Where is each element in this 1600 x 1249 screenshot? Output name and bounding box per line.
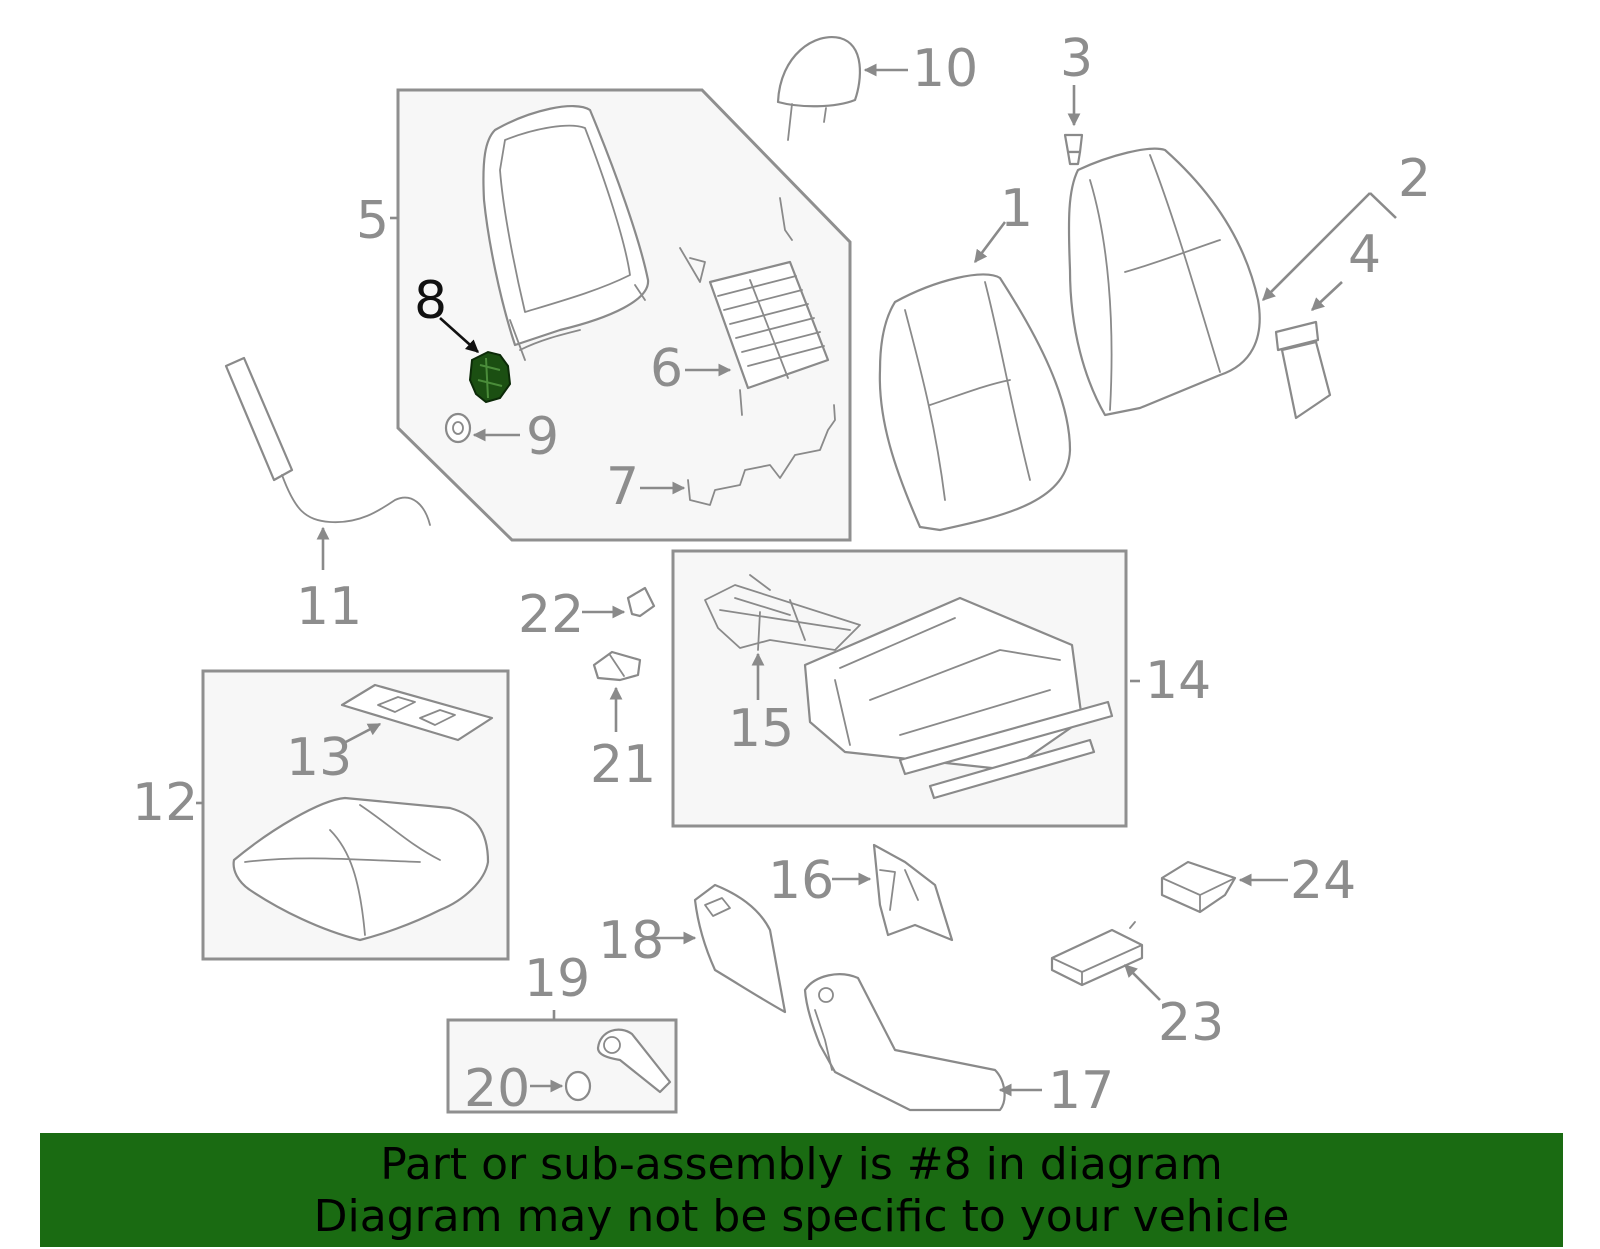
info-banner: Part or sub-assembly is #8 in diagram Di… <box>40 1133 1563 1247</box>
label-9: 9 <box>526 407 559 467</box>
part-17-side-shield <box>803 973 1006 1112</box>
part-14-seat-frame <box>803 596 1114 800</box>
seat-parts-diagram: 10 3 1 2 4 5 6 7 <box>132 29 1431 1121</box>
part-6-lumbar-support <box>679 197 830 416</box>
label-1: 1 <box>1000 179 1033 239</box>
label-13: 13 <box>286 728 352 788</box>
label-6: 6 <box>650 339 683 399</box>
label-7: 7 <box>606 457 639 517</box>
label-17: 17 <box>1048 1061 1114 1121</box>
part-16-bracket <box>872 843 954 942</box>
label-10: 10 <box>912 39 978 99</box>
label-3: 3 <box>1060 29 1093 89</box>
part-3-clip <box>1063 133 1084 166</box>
label-16: 16 <box>768 851 834 911</box>
label-8: 8 <box>414 271 447 331</box>
label-20: 20 <box>464 1059 530 1119</box>
label-12: 12 <box>132 773 198 833</box>
label-14: 14 <box>1145 651 1211 711</box>
part-21-clip <box>592 650 642 682</box>
part-15-link-assembly <box>704 574 861 651</box>
label-24: 24 <box>1290 851 1356 911</box>
part-1-seatback-cover <box>878 273 1072 532</box>
part-22-clip <box>626 586 656 618</box>
part-18-side-cover <box>693 883 787 1014</box>
part-12-cushion-cover <box>232 796 490 942</box>
label-23: 23 <box>1158 993 1224 1053</box>
label-15: 15 <box>728 699 794 759</box>
part-2-seatback-rear <box>1067 147 1261 417</box>
part-24-module <box>1160 860 1237 914</box>
label-19: 19 <box>524 949 590 1009</box>
part-13-heater-pad <box>340 683 494 742</box>
banner-line-2: Diagram may not be specific to your vehi… <box>313 1191 1290 1242</box>
part-20-cap <box>564 1070 592 1102</box>
part-7-wire <box>687 404 836 506</box>
part-23-control-module <box>1050 921 1144 987</box>
label-18: 18 <box>598 911 664 971</box>
part-8-recliner-component <box>468 350 512 404</box>
label-5: 5 <box>356 191 389 251</box>
banner-line-1: Part or sub-assembly is #8 in diagram <box>380 1139 1223 1190</box>
label-22: 22 <box>518 585 584 645</box>
part-4-bracket <box>1274 320 1332 420</box>
label-11: 11 <box>296 577 362 637</box>
part-19-handle <box>596 1028 672 1094</box>
part-11-side-airbag <box>224 356 431 526</box>
label-2: 2 <box>1398 149 1431 209</box>
label-21: 21 <box>590 735 656 795</box>
part-5-seatback-frame <box>482 104 650 361</box>
part-10-headrest <box>776 35 862 141</box>
part-9-washer <box>444 412 472 444</box>
label-4: 4 <box>1348 225 1381 285</box>
